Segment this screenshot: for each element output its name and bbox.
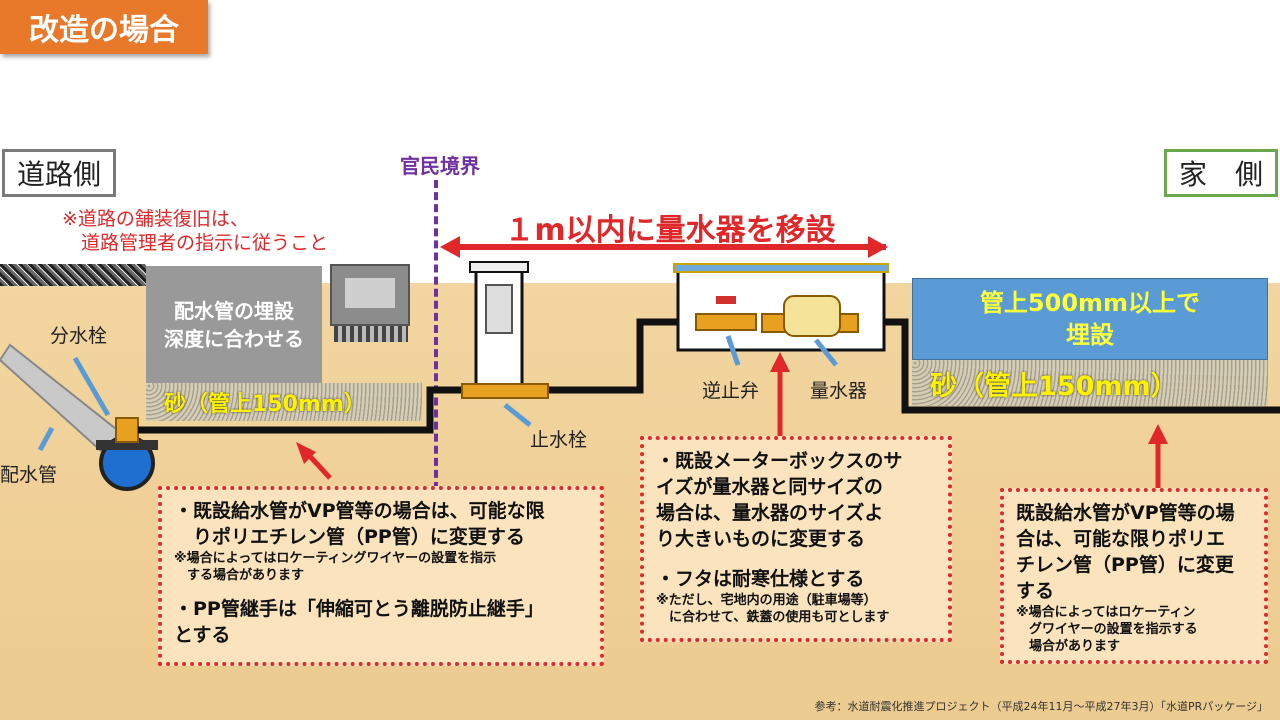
callout-middle-line2: イズが量水器と同サイズの	[656, 476, 883, 498]
callout-right-line2: 合は、可能な限りポリエ	[1016, 528, 1226, 550]
sand-layer-right-label: 砂（管上150mm）	[930, 370, 1178, 402]
sand-layer-left: 砂（管上150mm）	[146, 383, 422, 421]
asphalt-surface	[0, 264, 146, 286]
callout-arrow-left-head	[296, 442, 316, 464]
depth-box: 配水管の埋設 深度に合わせる	[146, 266, 322, 383]
label-haisuikan: 配水管	[0, 464, 58, 486]
check-valve-handle	[716, 296, 736, 304]
callout-middle-line3: 場合は、量水器のサイズよ	[656, 502, 884, 524]
callout-right-line3: チレン管（PP管）に変更	[1016, 554, 1234, 576]
callout-middle-line4: り大きいものに変更する	[656, 528, 866, 550]
pointer-bunsuisen	[72, 356, 111, 417]
pointer-shisuisen	[503, 403, 532, 427]
road-note-line1: ※道路の舗装復旧は、	[62, 208, 249, 230]
boundary-label: 官民境界	[400, 154, 480, 178]
relocation-arrow-heads	[440, 236, 888, 258]
callout-right-note2: グワイヤーの設置を指示する	[1016, 622, 1198, 637]
stop-valve	[461, 383, 549, 399]
label-bunsuisen: 分水栓	[50, 325, 108, 347]
relocation-arrow	[446, 244, 886, 250]
callout-left-line1: ・既設給水管がVP管等の場合は、可能な限	[174, 500, 545, 522]
callout-box-right: 既設給水管がVP管等の場 合は、可能な限りポリエ チレン管（PP管）に変更 する…	[1000, 488, 1268, 664]
callout-right-line4: する	[1016, 580, 1055, 602]
pointer-ryosuiki	[814, 338, 838, 367]
callout-arrow-middle-head	[770, 352, 790, 372]
road-note: ※道路の舗装復旧は、 道路管理者の指示に従うこと	[62, 207, 328, 255]
callout-right-note1: ※場合によってはロケーティン	[1016, 605, 1196, 620]
burial-depth-line1: 管上500mm以上で	[979, 289, 1201, 317]
road-side-label: 道路側	[2, 149, 116, 197]
burial-depth-line2: 埋設	[1066, 321, 1114, 349]
label-ryosuiki: 量水器	[810, 380, 868, 402]
callout-middle-line5: ・フタは耐寒仕様とする	[656, 568, 865, 590]
water-meter	[783, 295, 841, 337]
callout-middle-line1: ・既設メーターボックスのサ	[656, 450, 903, 472]
label-shisuisen: 止水栓	[530, 429, 588, 451]
callout-left-note1: ※場合によってはロケーティングワイヤーの設置を指示	[174, 551, 497, 566]
arrow-head-right	[868, 236, 888, 258]
callout-middle-note1: ※ただし、宅地内の用途（駐車場等）	[656, 593, 877, 608]
burial-depth-box: 管上500mm以上で 埋設	[912, 278, 1268, 360]
house-side-label: 家 側	[1164, 149, 1278, 197]
label-gyakushiben: 逆止弁	[702, 380, 760, 402]
depth-box-line1: 配水管の埋設	[174, 298, 294, 323]
corporation-stop	[115, 417, 139, 443]
meter-box	[676, 266, 886, 352]
sand-layer-left-label: 砂（管上150mm）	[164, 392, 366, 417]
stop-valve-riser	[485, 284, 513, 334]
gutter-base	[334, 326, 408, 342]
service-line	[138, 318, 1280, 434]
callout-left-note2: する場合があります	[174, 568, 305, 583]
depth-box-line2: 深度に合わせる	[164, 326, 304, 351]
arrow-head-left	[440, 236, 460, 258]
source-footer: 参考：水道耐震化推進プロジェクト（平成24年11月～平成27年3月）「水道PRパ…	[814, 700, 1268, 713]
callout-right-line1: 既設給水管がVP管等の場	[1016, 502, 1235, 524]
pointer-gyakushiben	[725, 335, 741, 366]
gutter-inner	[345, 278, 395, 308]
stop-valve-lid	[469, 261, 529, 273]
callout-left-line4: とする	[174, 624, 231, 646]
callout-right-note3: 場合があります	[1016, 639, 1121, 654]
meter-box-lid	[673, 263, 889, 273]
road-note-line2: 道路管理者の指示に従うこと	[62, 232, 329, 254]
callout-left-line2: りポリエチレン管（PP管）に変更する	[174, 526, 525, 548]
sand-layer-right: 砂（管上150mm）	[912, 360, 1268, 406]
pointer-haisuikan	[37, 426, 55, 452]
callout-left-line3: ・PP管継手は「伸縮可とう離脱防止継手」	[174, 598, 544, 620]
saddle-clamp	[96, 440, 158, 450]
callout-middle-note2: に合わせて、鉄蓋の使用も可とします	[656, 610, 890, 625]
boundary-line	[434, 180, 438, 490]
callout-box-left: ・既設給水管がVP管等の場合は、可能な限 りポリエチレン管（PP管）に変更する …	[158, 486, 604, 666]
page-title: 改造の場合	[0, 0, 208, 54]
main-caption: １m以内に量水器を移設	[504, 213, 836, 248]
callout-box-middle: ・既設メーターボックスのサ イズが量水器と同サイズの 場合は、量水器のサイズよ …	[640, 436, 952, 642]
callout-arrow-right-head	[1148, 424, 1168, 444]
check-valve	[695, 313, 757, 331]
